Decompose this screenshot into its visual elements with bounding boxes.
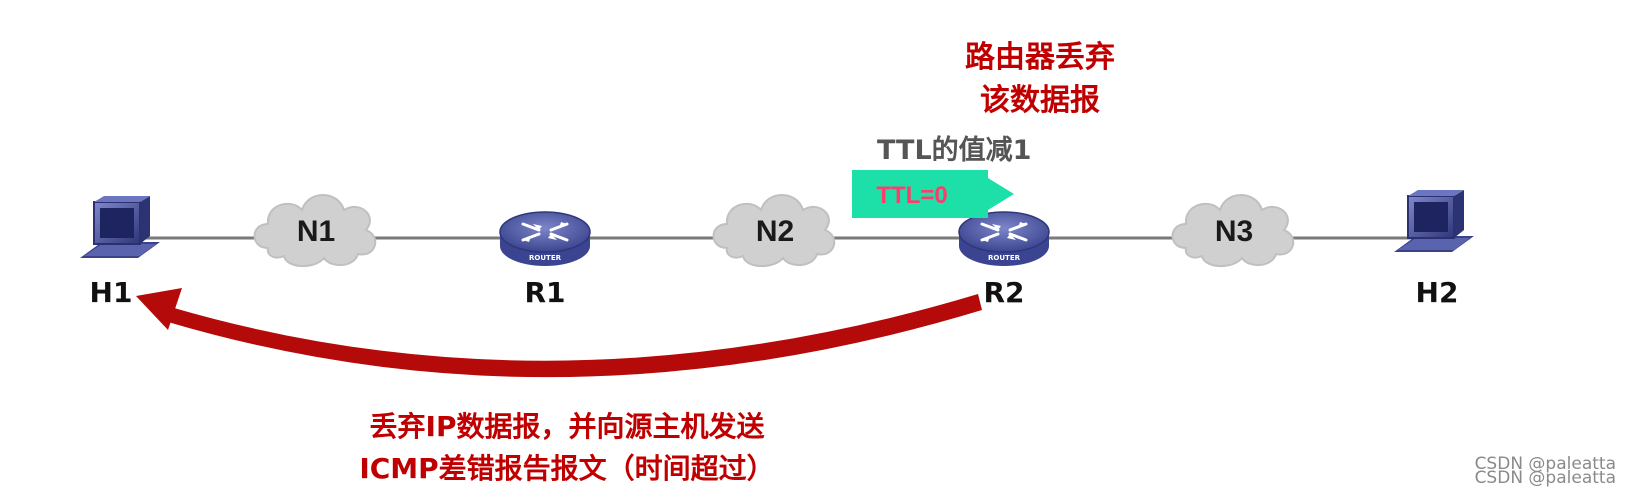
ttl-decrement-note: TTL的值减1 xyxy=(877,135,1032,166)
router-drop-note: 路由器丢弃 该数据报 xyxy=(965,36,1115,122)
n3-label: N3 xyxy=(1215,215,1253,248)
r2-label: R2 xyxy=(983,276,1025,309)
drop-note-line1: 路由器丢弃 xyxy=(965,40,1115,75)
icmp-return-arrow xyxy=(136,288,982,378)
icmp-note-line1: 丢弃IP数据报，并向源主机发送 xyxy=(369,410,765,443)
ttl-packet: TTL=0 xyxy=(852,170,1014,218)
router-r2-icon: ROUTER xyxy=(958,211,1050,266)
icmp-note-line2: ICMP差错报告报文（时间超过） xyxy=(359,452,775,485)
r1-label: R1 xyxy=(524,276,566,309)
network-n2-cloud-icon: N2 xyxy=(712,194,836,267)
n1-label: N1 xyxy=(297,215,335,248)
n2-label: N2 xyxy=(756,215,794,248)
r2-router-badge: ROUTER xyxy=(988,254,1021,262)
host-h1-computer-icon xyxy=(80,196,160,258)
drop-note-line2: 该数据报 xyxy=(980,83,1100,118)
network-n3-cloud-icon: N3 xyxy=(1171,194,1295,267)
ttl-packet-label: TTL=0 xyxy=(876,182,947,209)
network-n1-cloud-icon: N1 xyxy=(253,194,377,267)
host-h2-computer-icon xyxy=(1394,190,1474,252)
icmp-error-note: 丢弃IP数据报，并向源主机发送 ICMP差错报告报文（时间超过） xyxy=(359,406,774,490)
watermark-duplicate: CSDN @paleatta xyxy=(1474,468,1616,488)
router-r1-icon: ROUTER xyxy=(499,211,591,266)
watermark: CSDN @paleatta xyxy=(1474,454,1616,474)
r1-router-badge: ROUTER xyxy=(529,254,562,262)
h2-label: H2 xyxy=(1415,276,1459,309)
h1-label: H1 xyxy=(89,276,133,309)
